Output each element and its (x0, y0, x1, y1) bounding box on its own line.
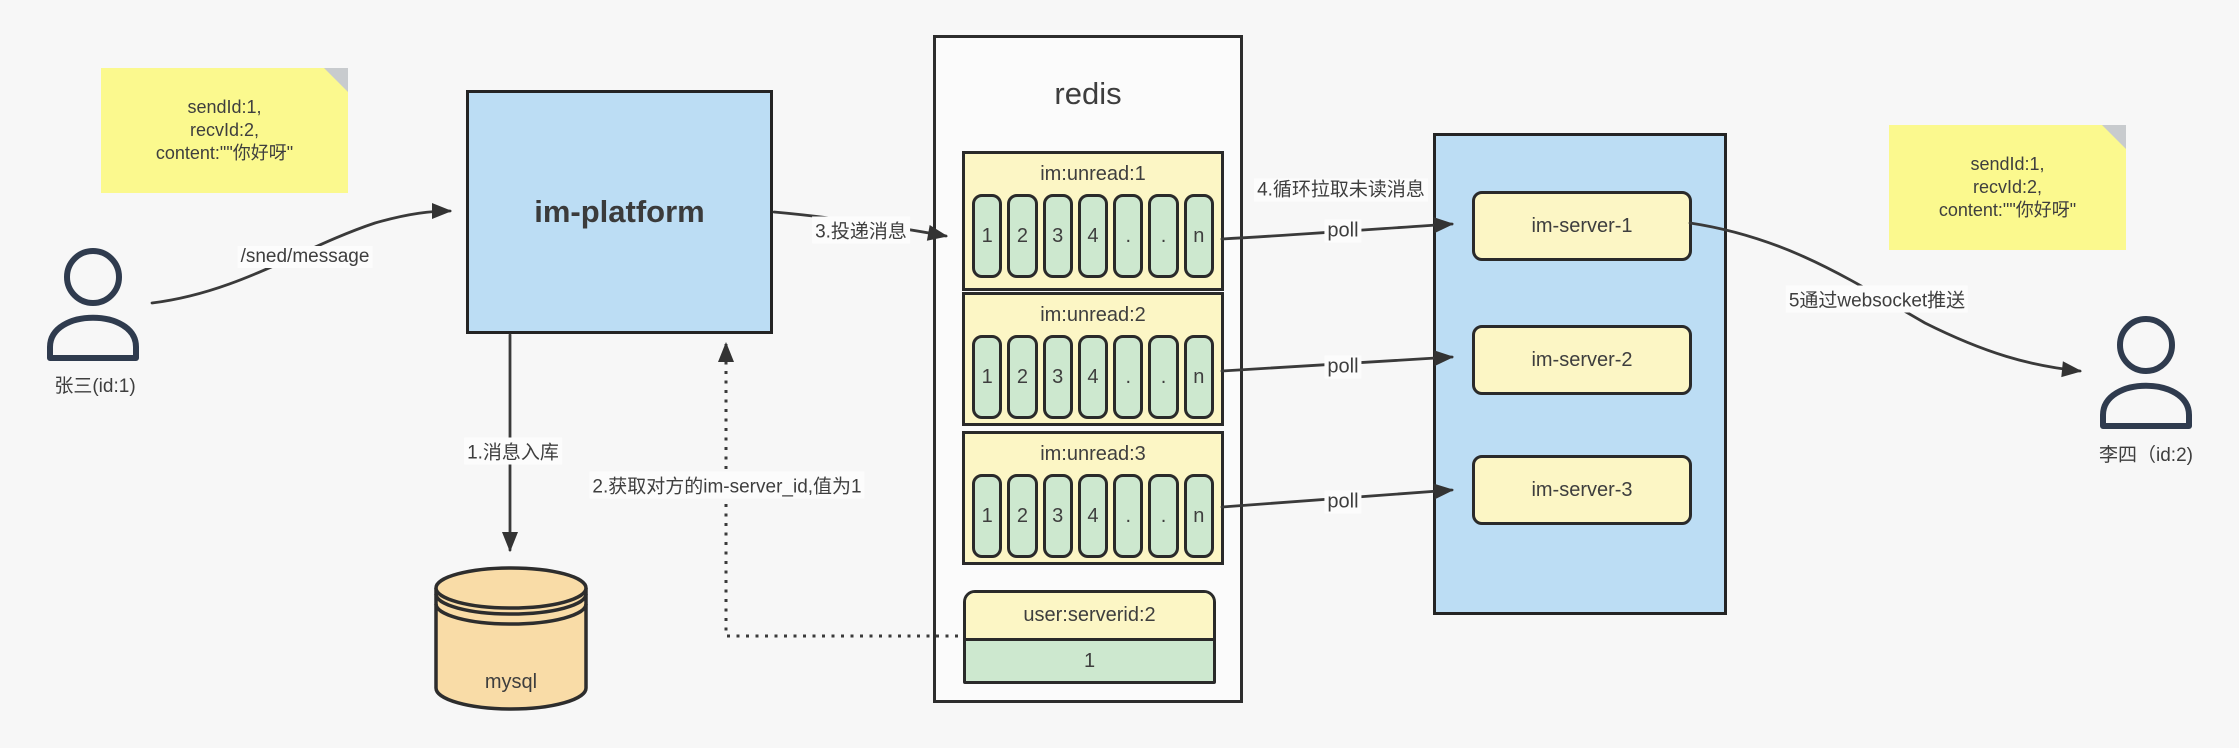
queue-header: im:unread:1 (1040, 162, 1146, 185)
receiver-label: 李四（id:2) (2099, 445, 2193, 466)
queue-cell: 1 (972, 335, 1003, 419)
queue-cell: 4 (1077, 335, 1109, 419)
redis-title: redis (1054, 76, 1122, 111)
sender-label: 张三(id:1) (54, 376, 136, 397)
user-icon (47, 248, 139, 361)
database-cylinder-icon (434, 566, 588, 711)
im-server-cluster: im-server-1 im-server-2 im-server-3 (1433, 133, 1727, 615)
im-server-1-box: im-server-1 (1472, 191, 1692, 261)
edge-label-deliver: 3.投递消息 (812, 216, 910, 244)
queue-cell: 1 (972, 474, 1003, 558)
queue-im-unread-3: im:unread:3 1 2 3 4 . . n (962, 431, 1224, 565)
queue-cell: n (1183, 335, 1214, 419)
im-platform-box: im-platform (466, 90, 773, 334)
queue-cell: . (1113, 474, 1144, 558)
note-line: content:""你好呀" (155, 143, 294, 163)
queue-cell: n (1183, 474, 1214, 558)
queue-cell: . (1148, 474, 1179, 558)
queue-cell: 3 (1042, 474, 1073, 558)
queue-cell: 2 (1007, 194, 1038, 278)
edge-label-poll-3: poll (1324, 490, 1362, 514)
queue-cell: 3 (1042, 194, 1073, 278)
edge-label-poll-1: poll (1324, 219, 1362, 243)
edge-label-push: 5通过websocket推送 (1785, 285, 1969, 313)
queue-cell: 1 (972, 194, 1003, 278)
queue-cell: . (1113, 194, 1144, 278)
redis-container: redis im:unread:1 1 2 3 4 . . n im:unrea… (933, 35, 1243, 703)
queue-cells: 1 2 3 4 . . n (965, 474, 1221, 566)
queue-header: im:unread:2 (1040, 303, 1146, 326)
im-server-2-box: im-server-2 (1472, 325, 1692, 395)
im-server-3-box: im-server-3 (1472, 455, 1692, 525)
im-platform-label: im-platform (534, 194, 705, 229)
kv-user-serverid: user:serverid:2 1 (963, 590, 1216, 684)
user-icon (2100, 316, 2192, 429)
queue-cell: 4 (1077, 194, 1109, 278)
queue-cell: n (1183, 194, 1214, 278)
note-line: recvId:2, (1972, 177, 2043, 197)
edge-label-pull-loop: 4.循环拉取未读消息 (1254, 178, 1428, 202)
queue-cell: 4 (1077, 474, 1109, 558)
note-line: content:""你好呀" (1938, 200, 2077, 220)
queue-cells: 1 2 3 4 . . n (965, 335, 1221, 427)
queue-cell: 2 (1007, 335, 1038, 419)
queue-im-unread-1: im:unread:1 1 2 3 4 . . n (962, 151, 1224, 291)
edge-label-poll-2: poll (1324, 355, 1362, 379)
queue-cell: 3 (1042, 335, 1073, 419)
edge-label-store: 1.消息入库 (464, 437, 562, 465)
sticky-note-payload-left: sendId:1, recvId:2, content:""你好呀" (101, 68, 348, 193)
note-line: sendId:1, (1970, 154, 2045, 174)
queue-header: im:unread:3 (1040, 442, 1146, 465)
sender-user (37, 246, 149, 364)
kv-key: user:serverid:2 (966, 593, 1213, 641)
queue-cells: 1 2 3 4 . . n (965, 194, 1221, 286)
kv-value: 1 (966, 641, 1213, 681)
queue-cell: . (1148, 194, 1179, 278)
queue-cell: 2 (1007, 474, 1038, 558)
note-line: sendId:1, (187, 97, 262, 117)
queue-im-unread-2: im:unread:2 1 2 3 4 . . n (962, 292, 1224, 426)
queue-cell: . (1113, 335, 1144, 419)
receiver-user (2090, 314, 2202, 432)
queue-cell: . (1148, 335, 1179, 419)
mysql-database: mysql (431, 564, 591, 714)
edge-label-get-serverid: 2.获取对方的im-server_id,值为1 (589, 471, 865, 499)
sticky-note-payload-right: sendId:1, recvId:2, content:""你好呀" (1889, 125, 2126, 250)
note-line: recvId:2, (189, 120, 260, 140)
edge-label-send: /sned/message (237, 246, 373, 268)
mysql-label: mysql (484, 671, 538, 693)
